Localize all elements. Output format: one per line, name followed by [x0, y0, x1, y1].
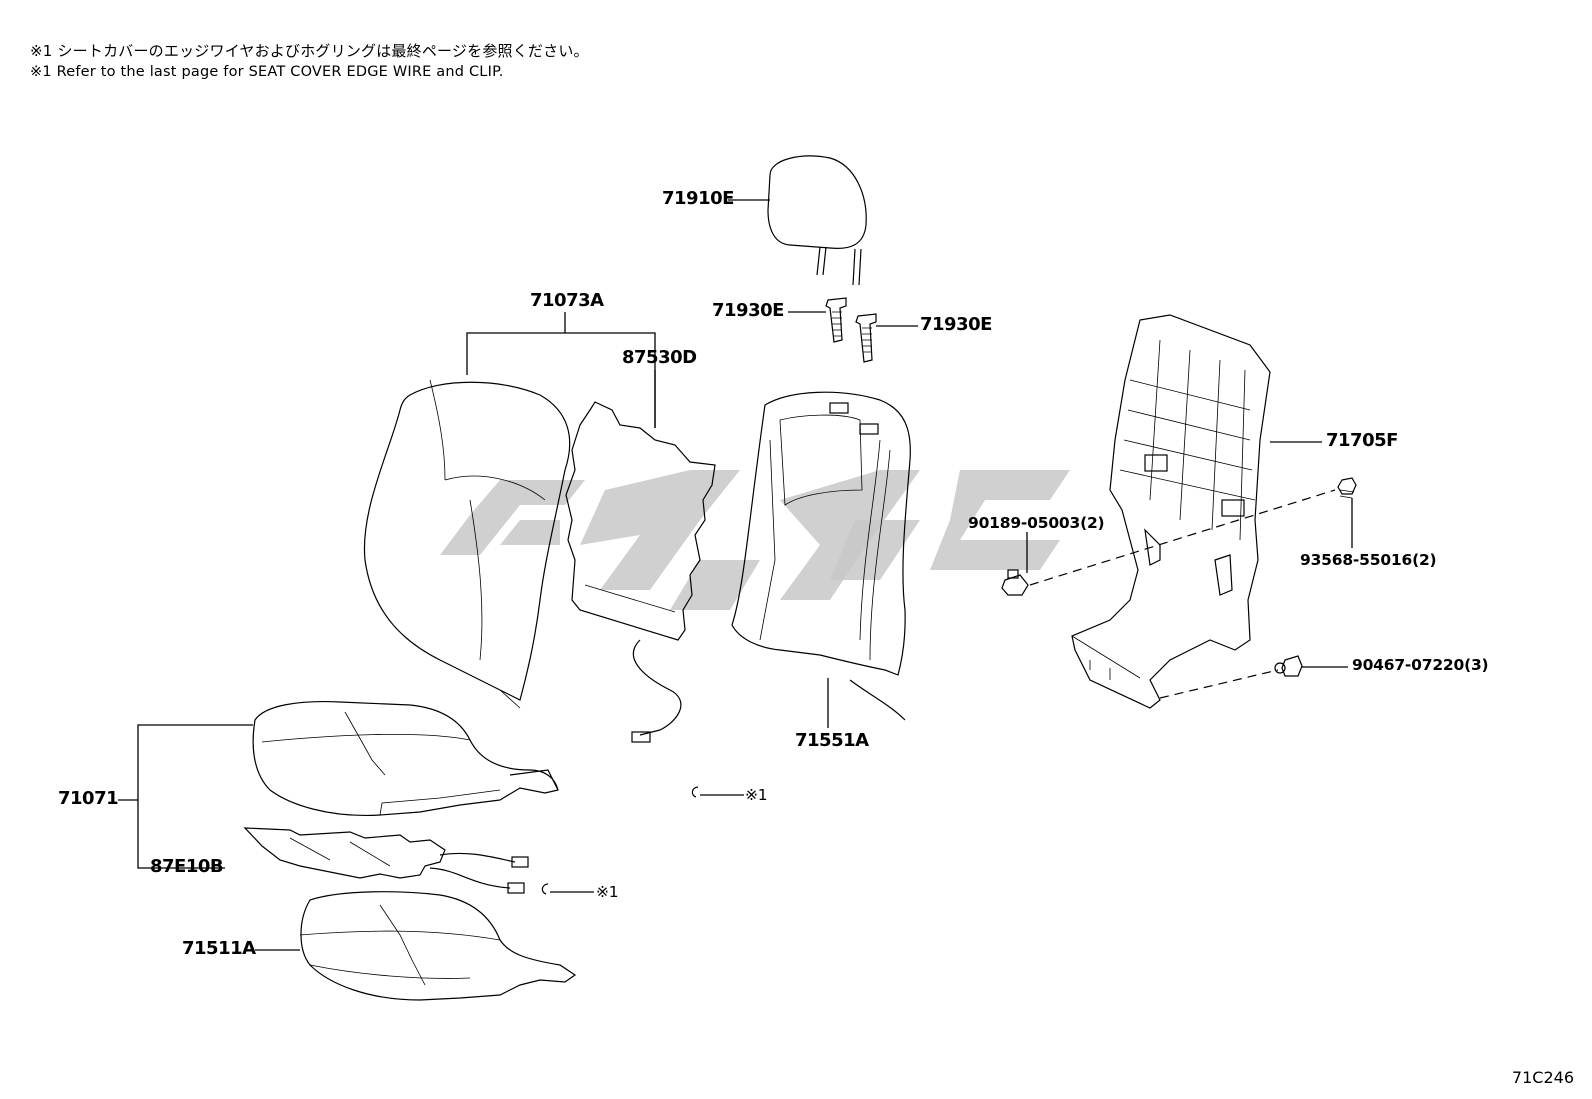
headrest-support-left	[825, 297, 847, 343]
seat-back-pad	[731, 391, 911, 721]
seat-back-board	[1071, 314, 1271, 709]
label-seat-back-cover: 71073A	[530, 290, 604, 311]
screw-right	[1337, 477, 1357, 499]
clip-left	[1001, 569, 1029, 596]
headrest	[767, 155, 867, 286]
clip-connector-lower	[1159, 669, 1279, 699]
clip-connector-upper	[1029, 489, 1336, 586]
seat-cushion-pad	[299, 891, 577, 1001]
clip-lower	[1274, 655, 1303, 677]
label-ref-mark-2: ※1	[596, 883, 619, 901]
seat-cushion-heater	[243, 827, 529, 894]
seat-back-cover	[363, 379, 571, 709]
label-clip-lower: 90467-07220(3)	[1352, 656, 1489, 674]
label-seat-back-heater: 87530D	[622, 347, 697, 368]
ref-hook-1	[691, 786, 699, 798]
watermark-logo	[440, 470, 1070, 610]
label-screw-right: 93568-55016(2)	[1300, 551, 1437, 569]
label-headrest-support-right: 71930E	[920, 314, 992, 335]
seat-cushion-assy	[252, 701, 559, 817]
label-ref-mark-1: ※1	[745, 786, 768, 804]
label-seat-cushion-pad: 71511A	[182, 938, 256, 959]
label-headrest: 71910E	[662, 188, 734, 209]
label-seat-cushion-assy: 71071	[58, 788, 119, 809]
diagram-code: 71C246	[1511, 1068, 1574, 1087]
label-clip-left: 90189-05003(2)	[968, 514, 1105, 532]
label-seat-cushion-heater: 87E10B	[150, 856, 224, 877]
headrest-support-right	[855, 313, 877, 363]
leader-lines	[118, 199, 1353, 951]
label-seat-back-board: 71705F	[1326, 430, 1398, 451]
ref-hook-2	[541, 883, 549, 895]
label-headrest-support-left: 71930E	[712, 300, 784, 321]
note-japanese: ※1 シートカバーのエッジワイヤおよびホグリングは最終ページを参照ください。	[30, 42, 589, 60]
seat-back-heater	[565, 401, 716, 743]
note-english: ※1 Refer to the last page for SEAT COVER…	[30, 64, 504, 80]
label-seat-back-pad: 71551A	[795, 730, 869, 751]
